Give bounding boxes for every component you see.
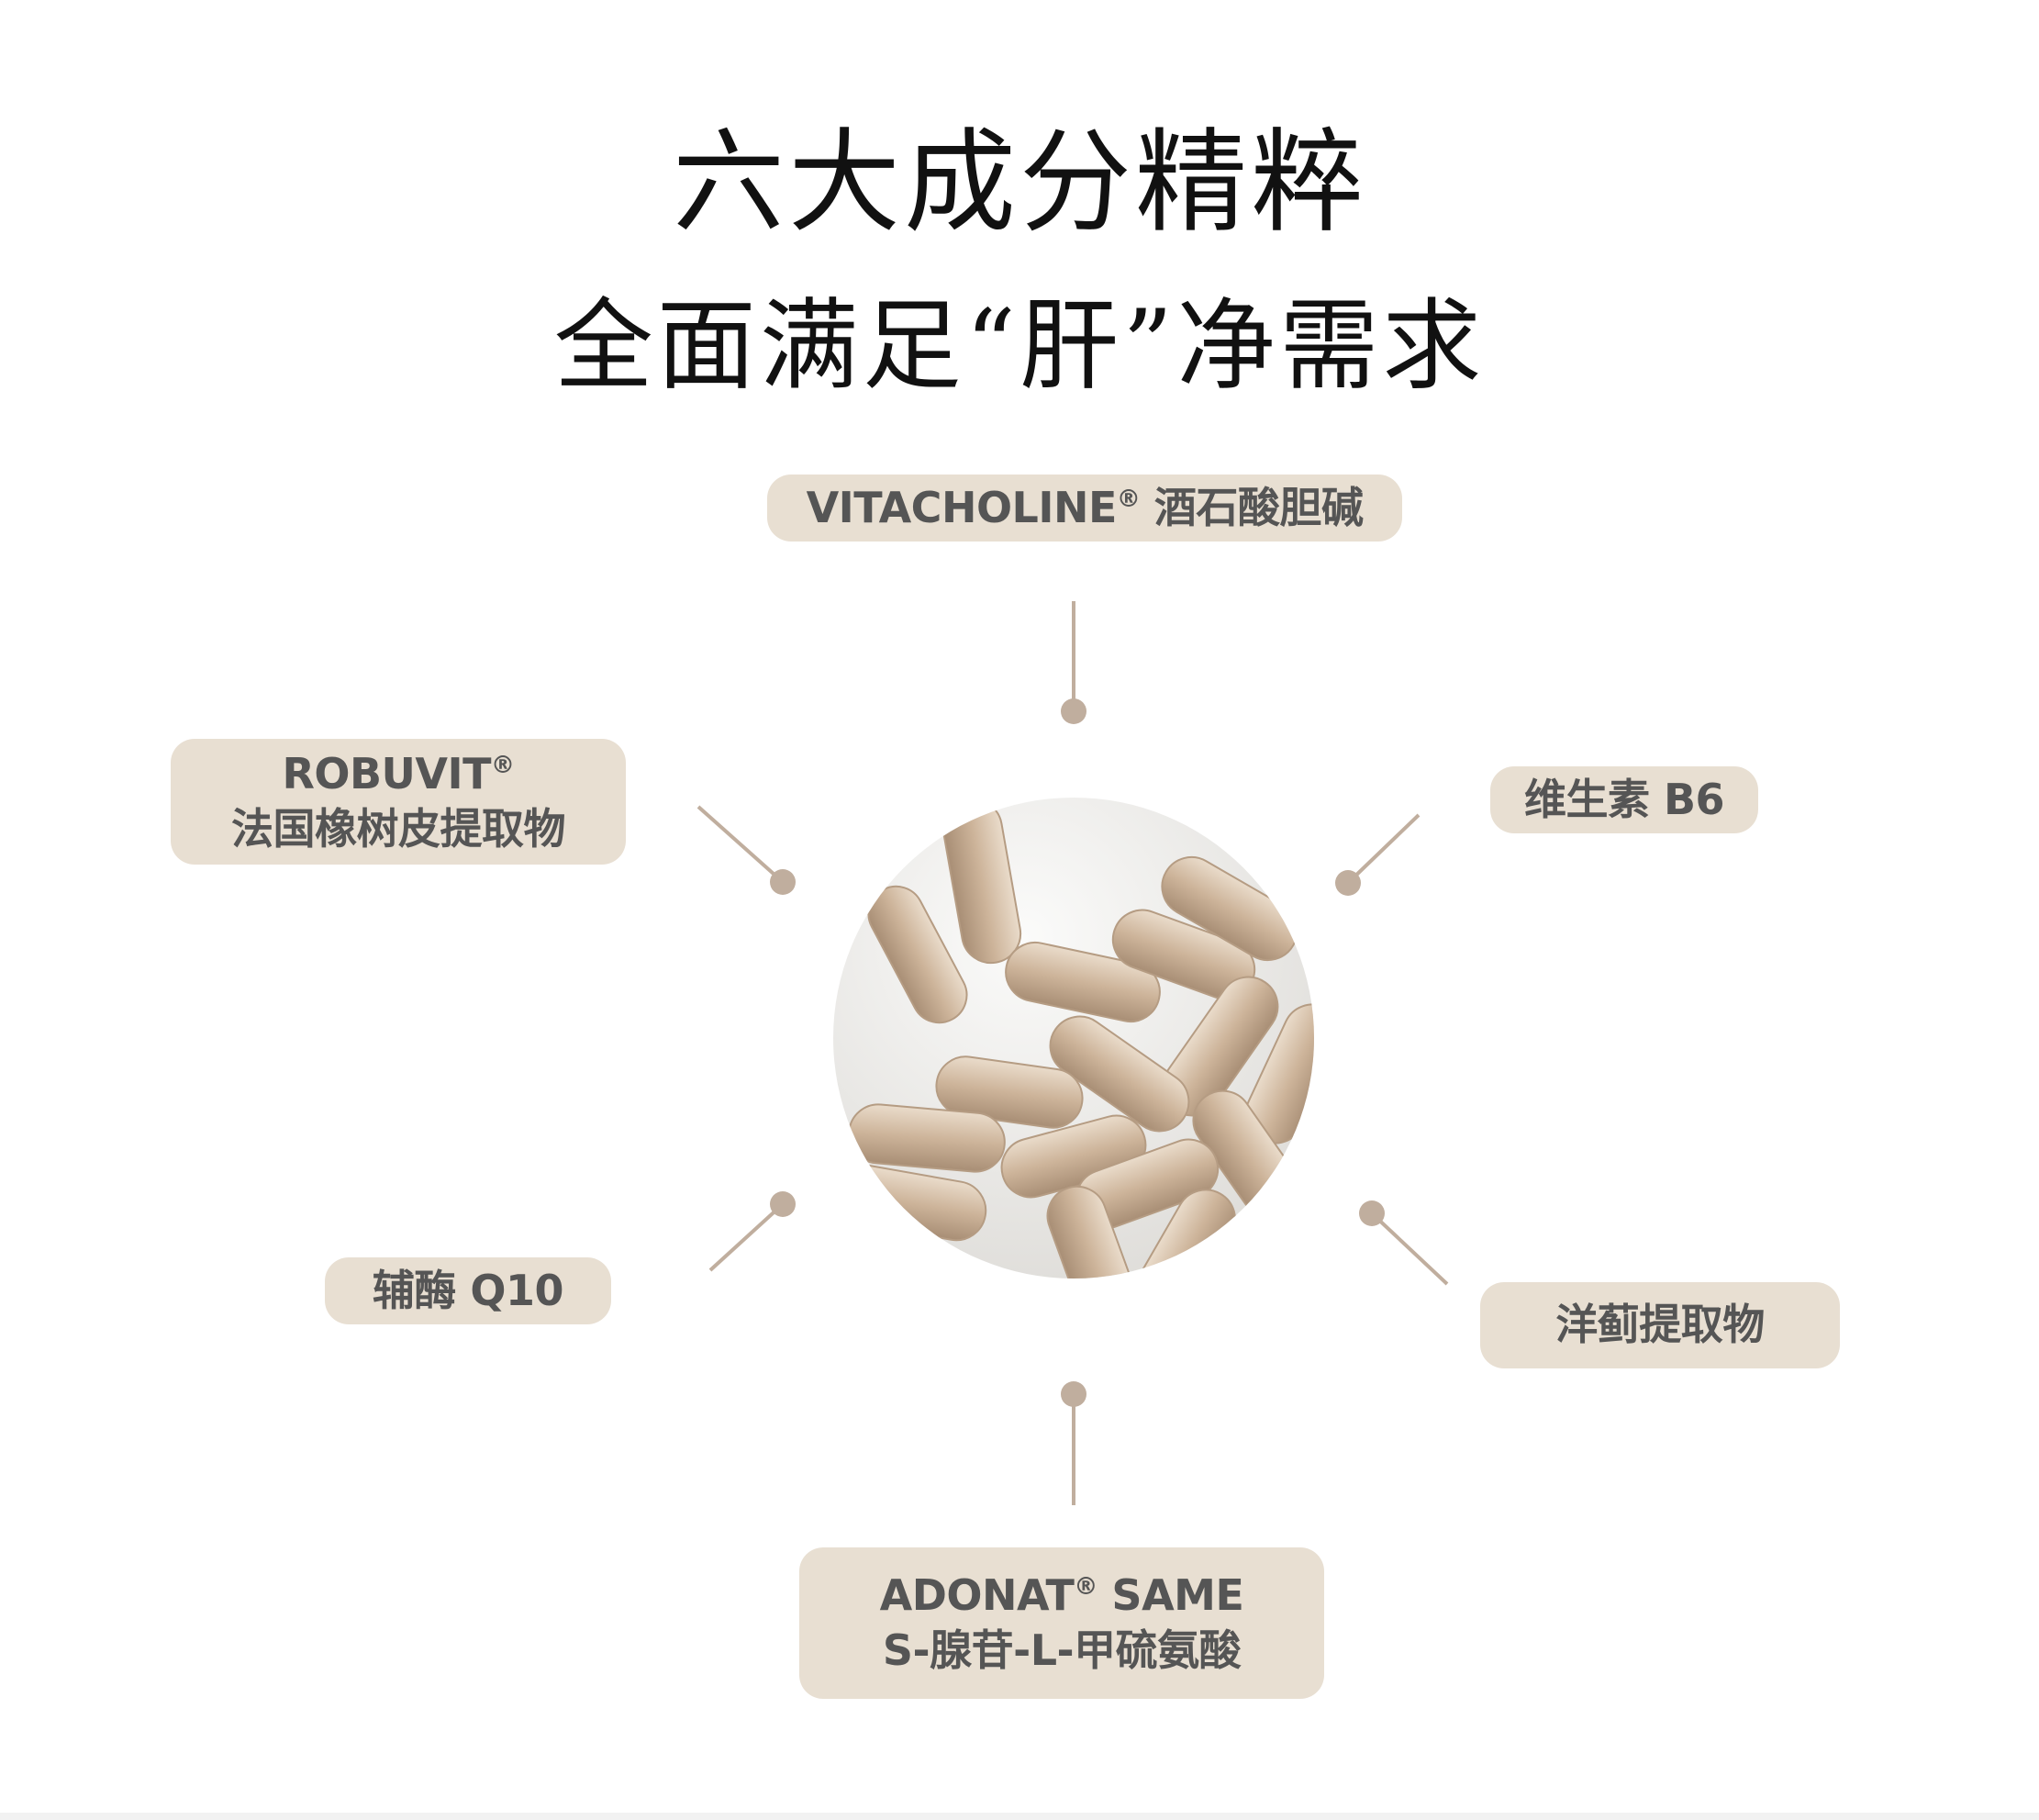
ingredient-brand: VITACHOLINE [806,482,1118,532]
connector-line-top-right [1346,813,1421,885]
ingredient-name: 酒石酸胆碱 [1153,482,1364,532]
connector-dot-top-left [770,869,796,895]
capsules-image [833,798,1314,1278]
ingredient-name: 法国橡树皮提取物 [231,803,566,854]
ingredient-brand: ADONAT [879,1569,1075,1620]
ingredient-vitacholine: VITACHOLINE® 酒石酸胆碱 [767,475,1402,542]
ingredient-adonat: ADONAT® SAME S-腺苷-L-甲硫氨酸 [799,1547,1324,1699]
ingredient-brand: ROBUVIT [282,748,492,798]
registered-mark: ® [1074,1572,1097,1601]
ingredient-robuvit: ROBUVIT® 法国橡树皮提取物 [171,739,626,865]
connector-dot-bottom [1061,1381,1086,1407]
subheadline: 全面满足“肝”净需求 [553,289,1486,404]
ingredient-brand-suffix: SAME [1097,1569,1244,1620]
ingredient-artichoke: 洋蓟提取物 [1480,1282,1840,1368]
ingredient-name: 维生素 B6 [1523,774,1725,824]
connector-line-bottom-left [708,1202,785,1272]
connector-dot-bottom-left [770,1191,796,1217]
ingredient-name: 洋蓟提取物 [1555,1300,1765,1350]
connector-line-top-left [696,805,785,884]
connector-dot-top [1061,698,1086,724]
ingredient-vitamin-b6: 维生素 B6 [1490,766,1758,833]
registered-mark: ® [491,751,515,779]
registered-mark: ® [1116,485,1141,513]
connector-line-bottom-right [1370,1211,1449,1286]
ingredient-coq10: 辅酶 Q10 [325,1257,611,1324]
ingredient-name: S-腺苷-L-甲硫氨酸 [882,1625,1242,1675]
connector-dot-top-right [1335,870,1361,896]
bottom-divider [0,1813,2039,1820]
ingredient-name: 辅酶 Q10 [372,1265,564,1315]
connector-dot-bottom-right [1359,1200,1385,1226]
headline: 六大成分精粹 [673,117,1366,248]
